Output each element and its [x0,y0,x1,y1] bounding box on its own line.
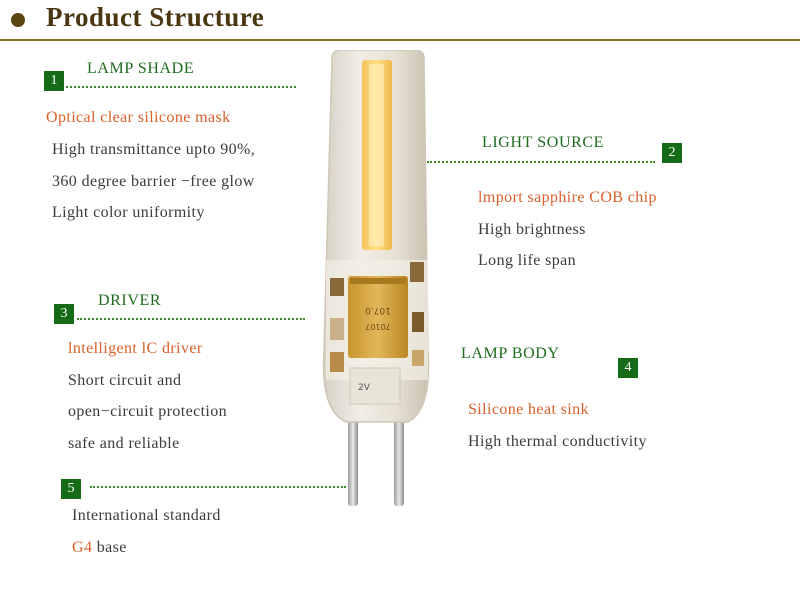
section-1-badge: 1 [44,71,64,91]
section-4-badge: 4 [618,358,638,378]
driver-line-3: safe and reliable [68,435,180,452]
driver-highlight: lntelligent lC driver [68,340,203,357]
header-bullet [11,13,25,27]
light-source-leader-line [427,161,655,163]
g4-led-bulb-illustration: 107.0 70107 2V [322,50,430,506]
lamp-shade-line-2: 360 degree barrier −free glow [52,173,255,190]
page-title: Product Structure [46,2,265,32]
driver-line-1: Short circuit and [68,372,182,389]
light-source-highlight: lmport sapphire COB chip [478,189,657,206]
header-divider [0,39,800,41]
lamp-shade-line-3: Light color uniformity [52,204,205,221]
smd-component-right [410,262,424,282]
base-line-2: G4 base [72,539,127,557]
section-3-badge: 3 [54,304,74,324]
lamp-shade-line-1: High transmittance upto 90%, [52,141,256,158]
left-pin [348,410,358,506]
right-pin [394,410,404,506]
lamp-shade-highlight: Optical clear silicone mask [46,109,231,126]
section-2-badge: 2 [662,143,682,163]
capacitor-marking-1: 107.0 [365,305,391,315]
lamp-shade-title: LAMP SHADE [87,60,195,77]
light-source-line-2: Long life span [478,252,577,269]
light-source-line-1: High brightness [478,221,586,238]
lamp-body-line-1: High thermal conductivity [468,433,647,450]
section-5-badge: 5 [61,479,81,499]
driver-line-2: open−circuit protection [68,403,228,420]
base-g4-highlight: G4 [72,539,93,556]
driver-capacitor [348,276,408,358]
capacitor-marking-2: 70107 [365,322,390,331]
smd-component-left [330,278,344,296]
base-text: base [92,539,127,556]
lamp-shade-leader-line [66,86,296,88]
base-leader-line [90,486,346,488]
lamp-body-highlight: Silicone heat sink [468,401,589,418]
driver-leader-line [77,318,305,320]
lamp-body-title: LAMP BODY [461,345,560,362]
voltage-mark: 2V [358,383,371,393]
light-source-title: LIGHT SOURCE [482,134,605,151]
driver-title: DRIVER [98,292,162,309]
base-line-1: International standard [72,507,221,524]
